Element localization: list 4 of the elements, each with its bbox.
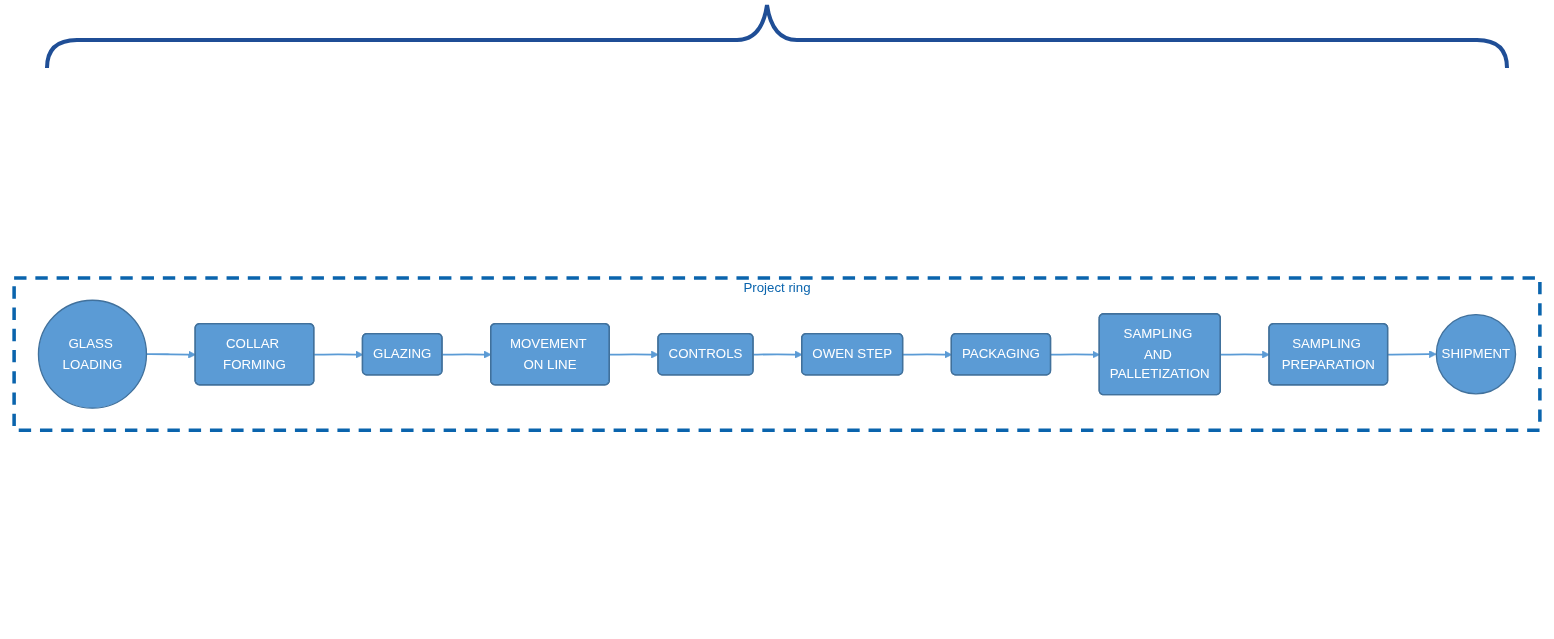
node-circle: SHIPMENT bbox=[1435, 314, 1517, 395]
arrow bbox=[1050, 350, 1100, 359]
arrow bbox=[1387, 350, 1437, 359]
node-circle: GLASS LOADING bbox=[37, 299, 148, 410]
